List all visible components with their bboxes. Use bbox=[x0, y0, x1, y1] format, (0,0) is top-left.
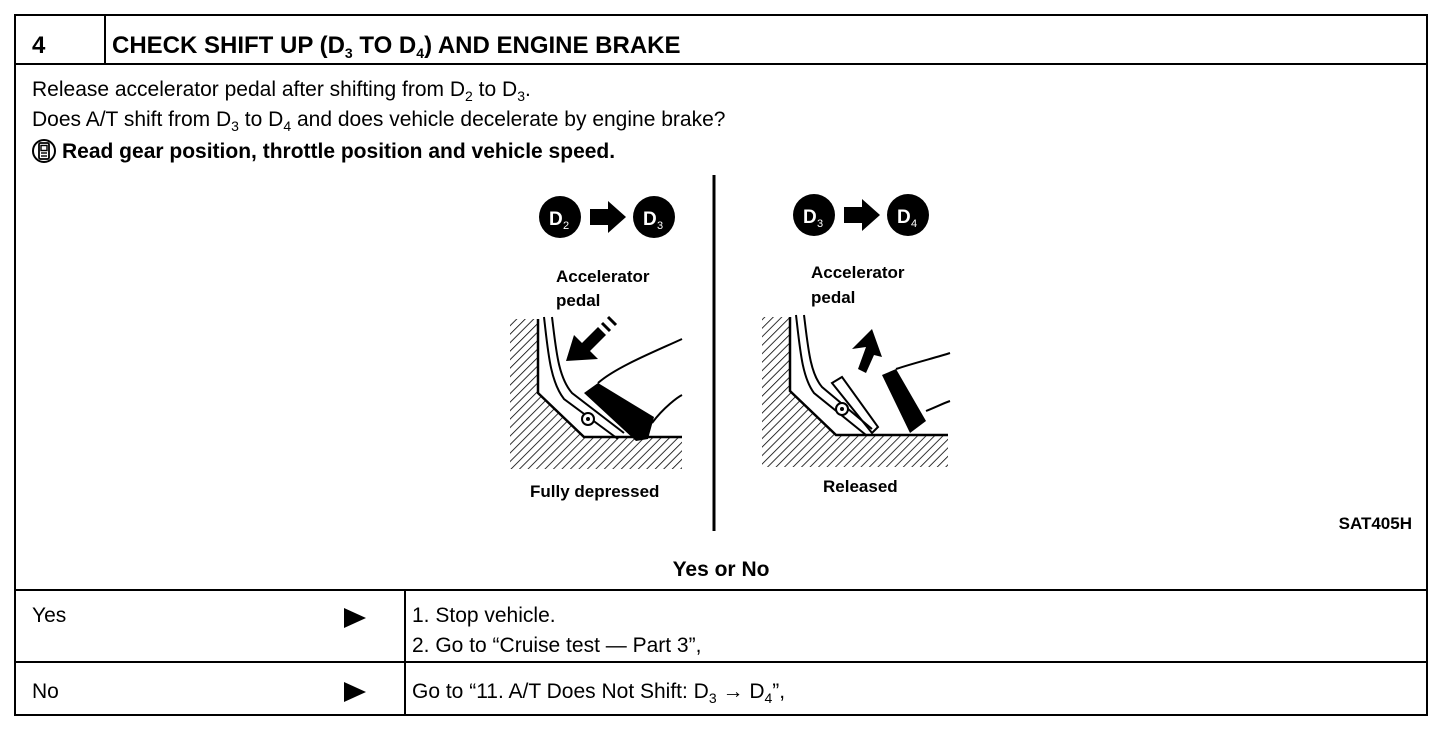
answer-label-yes: Yes bbox=[32, 604, 67, 627]
answer-column-divider bbox=[404, 589, 406, 714]
shift-arrow-icon bbox=[844, 199, 880, 231]
accelerator-label-right-2: pedal bbox=[811, 288, 855, 307]
question-rule bbox=[16, 589, 1426, 591]
gear-badge-to-right: D 4 bbox=[887, 194, 929, 236]
instruction-line-3: Read gear position, throttle position an… bbox=[32, 138, 615, 170]
shift-arrow-icon bbox=[590, 201, 626, 233]
svg-text:2: 2 bbox=[563, 220, 569, 232]
svg-text:D: D bbox=[897, 207, 911, 228]
answer-yes-line-2: 2. Go to “Cruise test — Part 3”, bbox=[412, 634, 702, 657]
right-panel-released: D 3 D 4 Accelerator pedal bbox=[762, 194, 951, 496]
step-title: CHECK SHIFT UP (D3 TO D4) AND ENGINE BRA… bbox=[112, 32, 681, 61]
answer-label-no: No bbox=[32, 680, 59, 703]
answer-rule bbox=[16, 661, 1426, 663]
instruction-line-1: Release accelerator pedal after shifting… bbox=[32, 78, 531, 104]
accelerator-label-left-1: Accelerator bbox=[556, 267, 650, 286]
release-up-arrow-icon bbox=[852, 329, 882, 373]
press-down-arrow-icon bbox=[566, 315, 618, 361]
instruction-line-2: Does A/T shift from D3 to D4 and does ve… bbox=[32, 108, 726, 134]
pedal-illustration: D 2 D 3 Accelerator pedal bbox=[510, 175, 951, 531]
caption-released: Released bbox=[823, 477, 898, 496]
gear-badge-to-left: D 3 bbox=[633, 196, 675, 238]
svg-text:D: D bbox=[549, 209, 563, 230]
left-panel-fully-depressed: D 2 D 3 Accelerator pedal bbox=[510, 196, 683, 501]
svg-text:3: 3 bbox=[657, 220, 663, 232]
answer-yes-line-1: 1. Stop vehicle. bbox=[412, 604, 556, 627]
figure-code: SAT405H bbox=[1338, 514, 1412, 533]
svg-text:D: D bbox=[643, 209, 657, 230]
consult-tool-icon bbox=[32, 138, 56, 170]
caption-fully-depressed: Fully depressed bbox=[530, 482, 659, 501]
header-divider bbox=[104, 16, 106, 63]
accelerator-label-left-2: pedal bbox=[556, 291, 600, 310]
svg-text:4: 4 bbox=[911, 218, 917, 230]
right-triangle-arrow-icon bbox=[342, 680, 368, 709]
gear-badge-from-left: D 2 bbox=[539, 196, 581, 238]
right-triangle-arrow-icon bbox=[342, 606, 368, 635]
accelerator-label-right-1: Accelerator bbox=[811, 263, 905, 282]
step-number: 4 bbox=[32, 32, 46, 59]
diagnostic-step-table: 4 CHECK SHIFT UP (D3 TO D4) AND ENGINE B… bbox=[14, 14, 1428, 716]
answer-no-line-1: Go to “11. A/T Does Not Shift: D3 → D4”, bbox=[412, 680, 786, 706]
svg-text:3: 3 bbox=[817, 218, 823, 230]
header-rule bbox=[16, 63, 1426, 65]
gear-badge-from-right: D 3 bbox=[793, 194, 835, 236]
svg-text:D: D bbox=[803, 207, 817, 228]
question-heading: Yes or No bbox=[672, 558, 770, 581]
